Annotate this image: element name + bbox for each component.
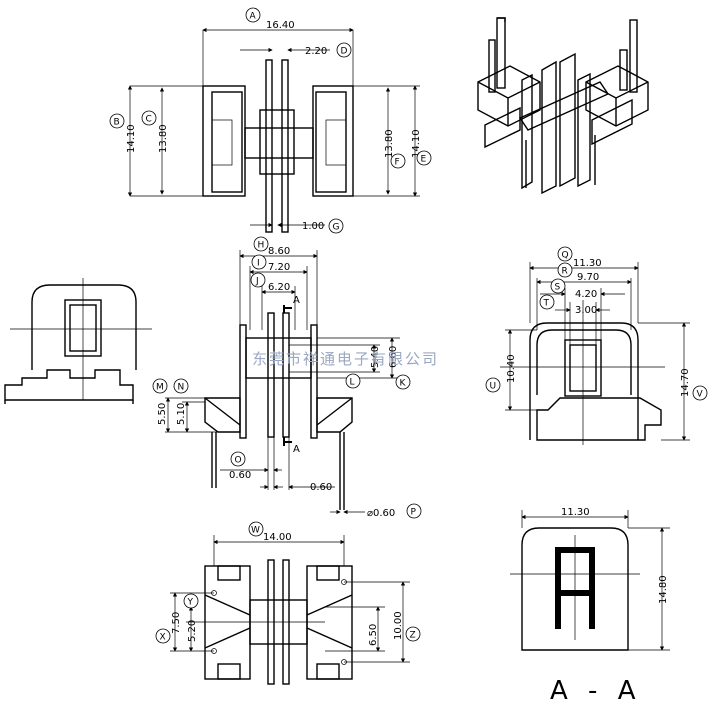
front-view: 16.40 A 2.20 D 14.10 13.80 B C 14.10 13.…: [109, 7, 432, 234]
section-a-a: 11.30 14.80: [510, 507, 670, 651]
bubble-i: I: [257, 259, 260, 269]
bubble-x: X: [160, 633, 166, 643]
dim-h-text: 8.60: [268, 246, 290, 257]
company-watermark: 东莞市祥通电子有限公司: [252, 350, 439, 368]
dim-j-text: 6.20: [268, 282, 290, 293]
dim-r-text: 9.70: [577, 272, 599, 283]
dim-o2-text: 0.60: [310, 482, 332, 493]
dim-x-text: 7.50: [171, 612, 182, 634]
bubble-y: Y: [187, 598, 194, 608]
bubble-b: B: [114, 118, 120, 128]
dim-y-text: 5.20: [187, 620, 198, 642]
dim-n-text: 5.10: [176, 403, 187, 425]
dim-i-text: 7.20: [268, 262, 290, 273]
bubble-h: H: [258, 241, 265, 251]
section-marker-bottom: A: [293, 444, 300, 455]
dim-w-text: 14.00: [263, 532, 292, 543]
bubble-t: T: [543, 299, 550, 309]
bubble-o: O: [235, 456, 242, 466]
bubble-g: G: [333, 223, 340, 233]
section-marker-top: A: [293, 295, 300, 306]
dim-v-text: 14.70: [680, 368, 691, 397]
bubble-k: K: [400, 379, 407, 389]
dim-c-text: 13.80: [158, 124, 169, 153]
dim-d-text: 2.20: [305, 46, 327, 57]
dim-z2-text: 6.50: [368, 624, 379, 646]
bubble-a: A: [250, 12, 257, 22]
end-view-left: [4, 278, 152, 404]
bubble-r: R: [562, 267, 568, 277]
dim-p-text: ⌀0.60: [367, 508, 395, 519]
dim-t-text: 3.00: [575, 305, 597, 316]
side-view: 8.60 7.20 6.20 H I J A A 6.60 5.40 K L 5…: [152, 236, 422, 519]
bubble-v: V: [697, 390, 704, 400]
bubble-z: Z: [410, 631, 416, 641]
dim-aa-h-text: 14.80: [658, 575, 669, 604]
dim-k-text: 6.60: [388, 346, 399, 368]
bubble-m: M: [156, 383, 164, 393]
dim-m-text: 5.50: [157, 403, 168, 425]
bubble-w: W: [251, 526, 260, 536]
bubble-l: L: [350, 378, 355, 388]
dim-f-text: 13.80: [384, 129, 395, 158]
dim-q-text: 11.30: [573, 258, 602, 269]
bubble-d: D: [341, 47, 348, 57]
dim-aa-w-text: 11.30: [561, 507, 590, 518]
dim-g-text: 1.00: [302, 221, 324, 232]
bubble-n: N: [178, 383, 185, 393]
dim-u-text: 10.40: [506, 354, 517, 383]
bubble-f: F: [395, 158, 400, 168]
bottom-view: 14.00 W 7.50 5.20 X Y 10.00 6.50 Z: [155, 521, 421, 685]
bubble-p: P: [411, 508, 417, 518]
dim-s-text: 4.20: [575, 289, 597, 300]
section-title: A - A: [550, 676, 641, 706]
dim-l-text: 5.40: [370, 346, 381, 368]
dim-z-text: 10.00: [393, 611, 404, 640]
dim-a-text: 16.40: [266, 20, 295, 31]
bubble-c: C: [146, 115, 152, 125]
bubble-u: U: [490, 382, 497, 392]
bubble-j: J: [255, 277, 259, 287]
bubble-e: E: [421, 155, 427, 165]
dim-b-text: 14.10: [126, 124, 137, 153]
isometric-view: [477, 17, 649, 195]
end-view-right: 11.30 Q 9.70 R 4.20 S 3.00 T 10.40 U 14.…: [485, 246, 708, 445]
bubble-q: Q: [562, 251, 569, 261]
dim-e-text: 14.10: [411, 129, 422, 158]
bubble-s: S: [555, 283, 561, 293]
dim-o1-text: 0.60: [229, 470, 251, 481]
